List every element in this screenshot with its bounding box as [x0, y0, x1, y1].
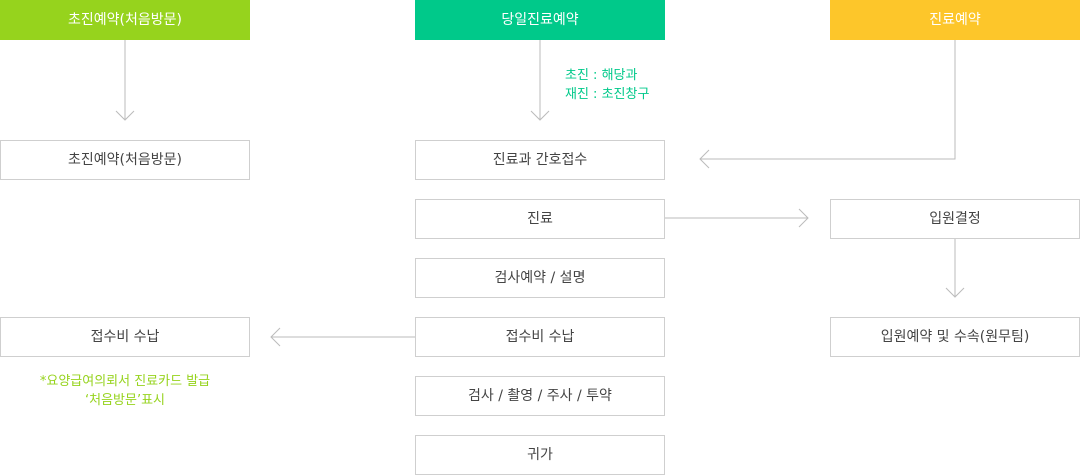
same-day-note-line2: 재진 : 초진창구	[565, 87, 650, 102]
first-visit-note: *요양급여의뢰서 진료카드 발급 ‘처음방문’표시	[0, 372, 250, 410]
arrow-head-payment-to-left	[270, 327, 281, 347]
step-nursing-reception: 진료과 간호접수	[415, 140, 665, 180]
connector-reservation-to-nursing	[700, 40, 956, 160]
header-same-day: 당일진료예약	[415, 0, 665, 40]
arrow-head-reservation-to-nursing	[699, 149, 710, 169]
step-go-home: 귀가	[415, 435, 665, 475]
first-visit-note-line1: *요양급여의뢰서 진료카드 발급	[39, 374, 211, 389]
header-reservation: 진료예약	[830, 0, 1080, 40]
arrow-head-admission-to-reservation	[945, 287, 965, 298]
step-first-visit-payment: 접수비 수납	[0, 317, 250, 357]
step-exam-imaging-injection: 검사 / 촬영 / 주사 / 투약	[415, 376, 665, 416]
arrow-head-treatment-to-admission	[798, 208, 809, 228]
step-treatment: 진료	[415, 199, 665, 239]
arrow-head-first-visit	[115, 110, 135, 121]
header-first-visit: 초진예약(처음방문)	[0, 0, 250, 40]
step-exam-reservation: 검사예약 / 설명	[415, 258, 665, 298]
first-visit-note-line2: ‘처음방문’표시	[84, 393, 166, 408]
arrow-head-same-day	[530, 110, 550, 121]
same-day-note-line1: 초진 : 해당과	[565, 68, 638, 83]
step-first-visit-reservation: 초진예약(처음방문)	[0, 140, 250, 180]
same-day-note: 초진 : 해당과 재진 : 초진창구	[565, 66, 649, 104]
step-admission-reservation: 입원예약 및 수속(원무팀)	[830, 317, 1080, 357]
step-admission-decision: 입원결정	[830, 199, 1080, 239]
step-payment: 접수비 수납	[415, 317, 665, 357]
